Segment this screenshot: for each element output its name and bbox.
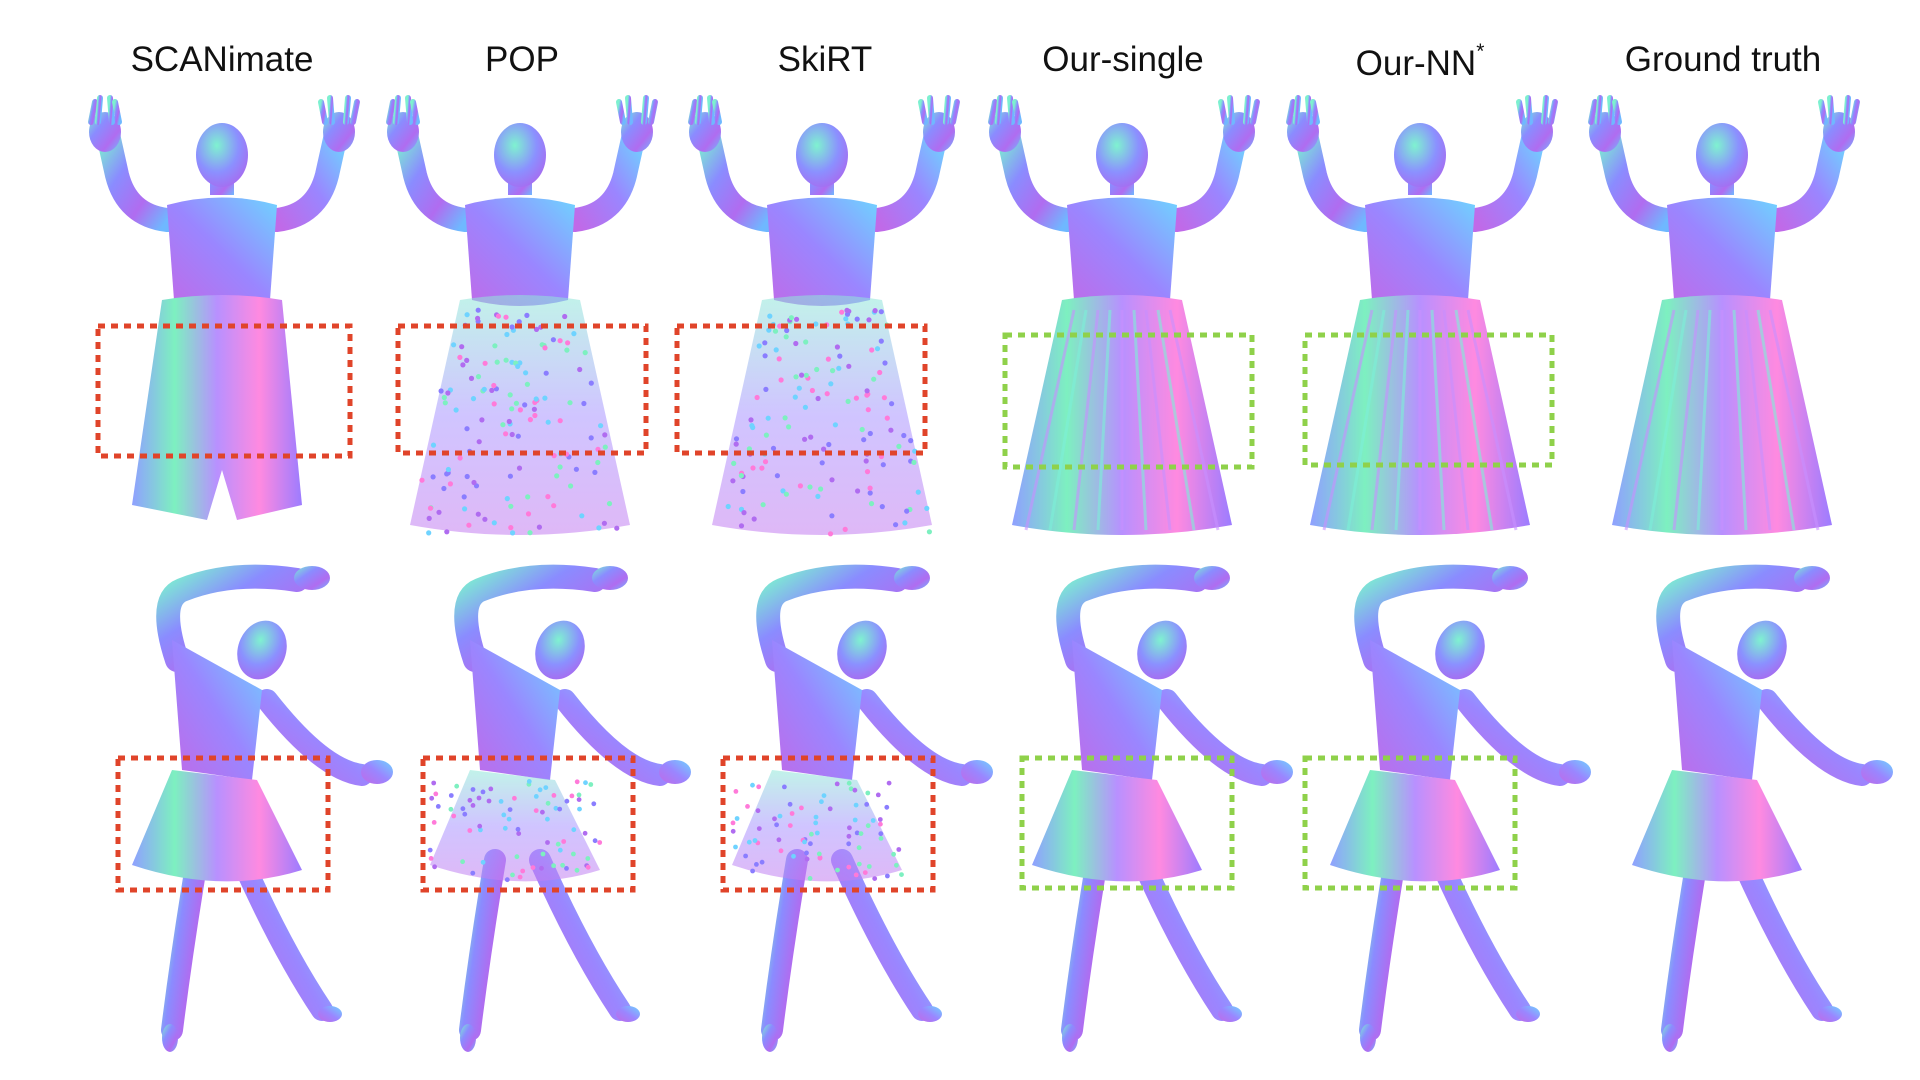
avatar-skirt-arms-raised	[688, 91, 960, 537]
column-title-scanimate: SCANimate	[130, 40, 314, 79]
figure-row-side-bend	[132, 564, 1893, 1052]
column-title-our-single: Our-single	[1042, 40, 1204, 79]
column-title-our-nn: Our-NN*	[1355, 40, 1485, 83]
avatar-our-single-arms-raised	[988, 91, 1260, 535]
avatar-our-nn-side-bend	[1330, 564, 1591, 1052]
highlight-box-our-single-row-2	[1019, 755, 1235, 891]
avatar-scanimate-arms-raised	[88, 91, 360, 520]
highlight-box-pop-row-2	[420, 755, 636, 893]
highlight-box-scanimate-row-1	[95, 323, 353, 459]
highlight-box-our-nn-row-1	[1302, 332, 1555, 468]
highlight-box-skirt-row-2	[720, 755, 936, 893]
avatar-skirt-side-bend	[730, 564, 993, 1052]
column-title-pop: POP	[485, 40, 559, 79]
highlight-box-our-single-row-1	[1002, 332, 1255, 470]
highlight-boxes	[95, 323, 1555, 893]
avatar-ground-truth-arms-raised	[1588, 91, 1860, 535]
highlight-box-scanimate-row-2	[115, 755, 331, 893]
highlight-box-pop-row-1	[395, 323, 649, 456]
figure-row-arms-raised	[88, 91, 1860, 537]
avatar-pop-arms-raised	[386, 91, 658, 536]
column-title-ground-truth: Ground truth	[1624, 40, 1822, 79]
avatar-pop-side-bend	[427, 564, 691, 1052]
avatar-our-nn-arms-raised	[1286, 91, 1558, 535]
avatar-our-single-side-bend	[1032, 564, 1293, 1052]
highlight-box-skirt-row-1	[674, 323, 928, 456]
avatar-ground-truth-side-bend	[1632, 564, 1893, 1052]
avatar-scanimate-side-bend	[132, 564, 393, 1052]
column-title-skirt: SkiRT	[777, 40, 873, 79]
highlight-box-our-nn-row-2	[1302, 755, 1518, 891]
